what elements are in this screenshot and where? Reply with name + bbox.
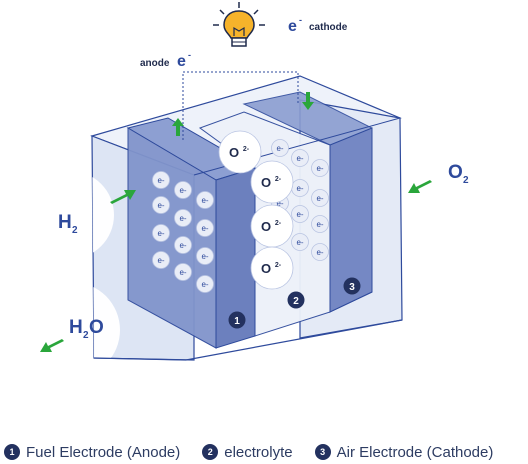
up-arrow-icon [172, 118, 184, 136]
layer-marker-3: 3 [343, 277, 361, 295]
o2-subscript: 2 [463, 175, 469, 186]
svg-text:e-: e- [296, 210, 303, 219]
layer-marker-2: 2 [287, 291, 305, 309]
svg-text:1: 1 [234, 316, 240, 327]
svg-text:e-: e- [179, 214, 186, 223]
electron-particle: e- [196, 219, 214, 237]
svg-text:O: O [261, 175, 271, 190]
svg-text:e-: e- [296, 154, 303, 163]
oxide-ions: O 2- O 2- O 2- O 2- [218, 130, 294, 290]
svg-text:e-: e- [201, 196, 208, 205]
svg-text:2-: 2- [275, 262, 282, 269]
anode-electrons: e-e-e-e-e-e-e-e-e-e-e-e- [152, 171, 214, 293]
electron-particle: e- [291, 149, 309, 167]
electron-particle: e- [152, 171, 170, 189]
h2o-label: H [69, 317, 83, 338]
oxide-ion: O 2- [250, 160, 294, 204]
legend-badge: 3 [314, 444, 331, 460]
svg-text:e-: e- [316, 164, 323, 173]
svg-text:e-: e- [157, 201, 164, 210]
legend-item-cathode: 3 Air Electrode (Cathode) [314, 443, 494, 461]
h2o-outlet-arrow-icon [40, 339, 64, 352]
electron-particle: e- [174, 236, 192, 254]
oxide-ion: O 2- [250, 246, 294, 290]
electron-particle: e- [291, 233, 309, 251]
legend: 1 Fuel Electrode (Anode) 2 electrolyte 3… [4, 441, 528, 463]
svg-text:2-: 2- [275, 176, 282, 183]
anode-label: anode [140, 58, 170, 69]
svg-text:O: O [229, 145, 239, 160]
electron-particle: e- [196, 191, 214, 209]
h2-subscript: 2 [72, 225, 78, 236]
layer-marker-1: 1 [228, 311, 246, 329]
svg-text:O: O [261, 219, 271, 234]
electron-particle: e- [271, 139, 289, 157]
anode-electron-symbol: e [177, 53, 186, 70]
h2o-subscript: 2 [83, 330, 89, 341]
anode-electron-sup: - [188, 50, 191, 60]
svg-text:e-: e- [157, 256, 164, 265]
svg-text:e-: e- [316, 248, 323, 257]
oxide-ion: O 2- [250, 204, 294, 248]
svg-text:e-: e- [157, 176, 164, 185]
svg-text:e-: e- [201, 224, 208, 233]
legend-label: electrolyte [224, 443, 293, 461]
o2-label: O [448, 162, 463, 183]
svg-text:e-: e- [179, 241, 186, 250]
electron-particle: e- [311, 189, 329, 207]
electron-particle: e- [291, 205, 309, 223]
svg-text:e-: e- [276, 199, 283, 208]
legend-item-anode: 1 Fuel Electrode (Anode) [4, 444, 180, 461]
svg-text:e-: e- [276, 144, 283, 153]
legend-badge: 2 [202, 444, 219, 460]
svg-text:e-: e- [157, 229, 164, 238]
electron-particle: e- [196, 275, 214, 293]
light-bulb-icon [213, 2, 265, 47]
svg-text:2-: 2- [243, 146, 250, 153]
svg-text:e-: e- [201, 252, 208, 261]
cell-bottom-edge [93, 319, 403, 361]
h2-inlet-arrow-icon [110, 190, 136, 204]
electron-particle: e- [152, 251, 170, 269]
h2-label: H [58, 212, 72, 233]
svg-text:O: O [261, 261, 271, 276]
svg-text:e-: e- [179, 268, 186, 277]
electron-particle: e- [174, 263, 192, 281]
electron-particle: e- [311, 243, 329, 261]
h2o-gas-bubble [92, 282, 120, 360]
electron-particle: e- [291, 179, 309, 197]
circuit-wire [182, 71, 299, 140]
electron-particle: e- [152, 196, 170, 214]
legend-label: Air Electrode (Cathode) [336, 443, 494, 461]
cathode-label: cathode [309, 22, 348, 33]
down-arrow-icon [302, 92, 314, 110]
oxide-ion: O 2- [218, 130, 262, 174]
svg-text:2: 2 [293, 296, 299, 307]
cathode-electron-symbol: e [288, 18, 297, 35]
legend-item-electrolyte: 2 electrolyte [202, 443, 293, 461]
electron-particle: e- [196, 247, 214, 265]
o2-inlet-arrow-icon [408, 180, 432, 193]
svg-text:e-: e- [316, 220, 323, 229]
electron-particle: e- [174, 181, 192, 199]
svg-text:2-: 2- [275, 220, 282, 227]
h2o-label-tail: O [89, 317, 104, 338]
electron-particle: e- [174, 209, 192, 227]
svg-text:e-: e- [296, 238, 303, 247]
cathode-electron-sup: - [299, 15, 302, 25]
svg-text:3: 3 [349, 282, 355, 293]
electron-particle: e- [311, 215, 329, 233]
svg-text:e-: e- [316, 194, 323, 203]
svg-text:e-: e- [296, 184, 303, 193]
svg-text:e-: e- [201, 280, 208, 289]
electron-particle: e- [152, 224, 170, 242]
legend-badge: 1 [4, 444, 20, 460]
svg-text:e-: e- [179, 186, 186, 195]
electron-particle: e- [311, 159, 329, 177]
legend-label: Fuel Electrode (Anode) [26, 443, 181, 461]
